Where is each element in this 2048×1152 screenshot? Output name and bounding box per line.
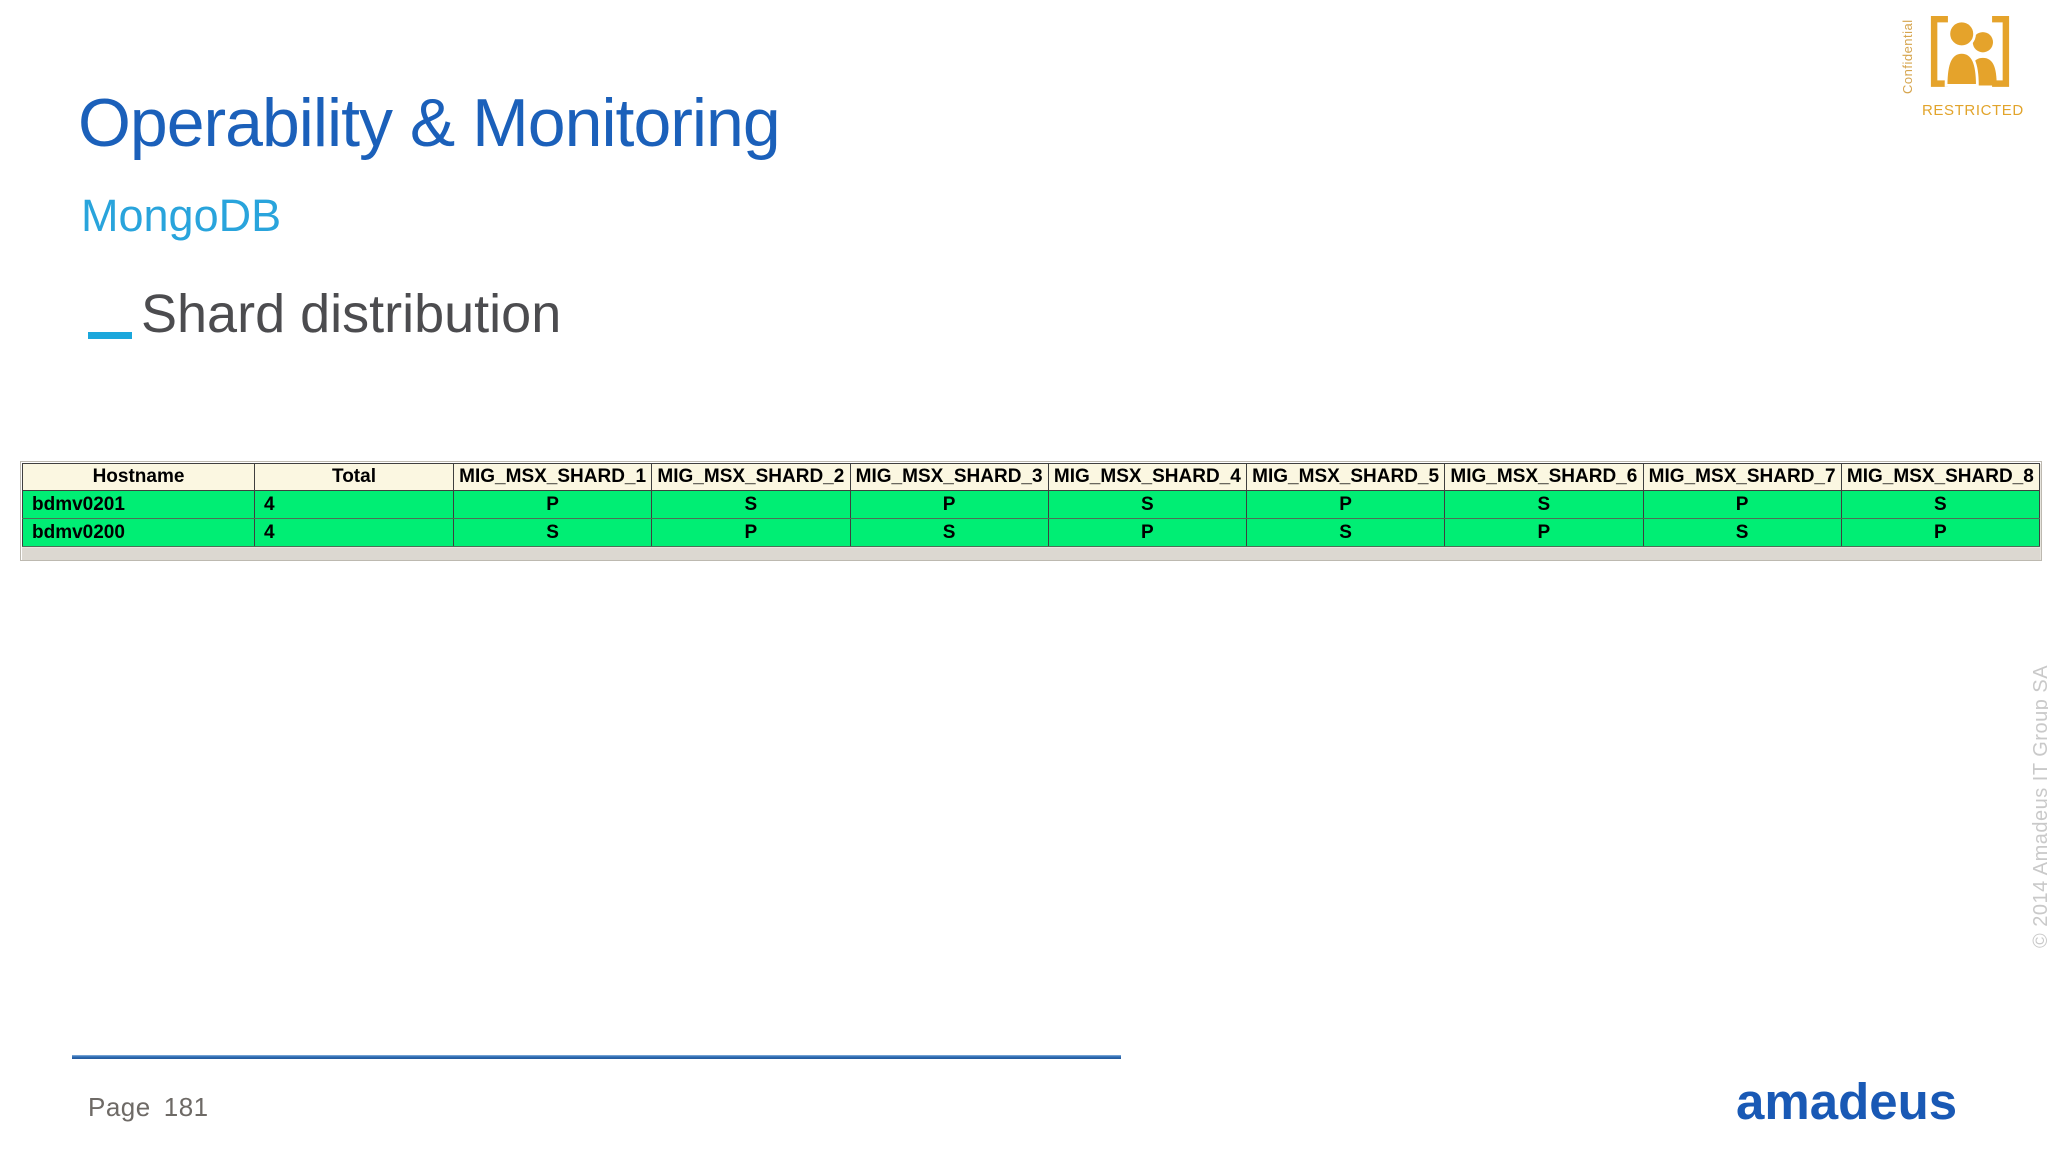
section-heading: Shard distribution — [141, 284, 562, 344]
shard-role-cell: P — [452, 490, 653, 519]
restricted-label: RESTRICTED — [1922, 102, 2024, 119]
shard-role-cell: P — [1642, 490, 1842, 519]
shard-role-cell: S — [651, 490, 851, 519]
column-header: MIG_MSX_SHARD_3 — [849, 463, 1049, 491]
people-in-brackets-icon — [1930, 15, 2010, 87]
amadeus-logo: amadeus — [1736, 1073, 1958, 1130]
footer-divider-line — [72, 1055, 1121, 1059]
copyright-vertical-text: © 2014 Amadeus IT Group SA — [2030, 664, 2048, 948]
shard-role-cell: P — [1840, 518, 2041, 547]
section-marker-underscore — [88, 332, 132, 339]
shard-role-cell: S — [1444, 490, 1644, 519]
column-header: MIG_MSX_SHARD_8 — [1840, 463, 2041, 491]
shard-role-cell: S — [452, 518, 653, 547]
hostname-cell: bdmv0200 — [22, 518, 255, 547]
column-header: MIG_MSX_SHARD_6 — [1444, 463, 1644, 491]
page-number: 181 — [163, 1092, 209, 1122]
shard-role-cell: P — [1245, 490, 1446, 519]
shard-role-cell: S — [1840, 490, 2041, 519]
column-header: MIG_MSX_SHARD_4 — [1047, 463, 1248, 491]
table-scrollbar-strip — [22, 548, 2040, 560]
column-header: MIG_MSX_SHARD_7 — [1642, 463, 1842, 491]
column-header: MIG_MSX_SHARD_1 — [452, 463, 653, 491]
shard-role-cell: S — [1047, 490, 1248, 519]
total-cell: 4 — [254, 518, 454, 547]
hostname-cell: bdmv0201 — [22, 490, 255, 519]
shard-role-cell: P — [1444, 518, 1644, 547]
slide-subtitle: MongoDB — [81, 190, 282, 241]
page-label: Page — [88, 1092, 151, 1122]
classification-block: Confidential RESTRICTED — [1898, 10, 2024, 122]
shard-role-cell: S — [849, 518, 1049, 547]
column-header: MIG_MSX_SHARD_5 — [1245, 463, 1446, 491]
shard-role-cell: S — [1245, 518, 1446, 547]
shard-role-cell: P — [651, 518, 851, 547]
confidential-label: Confidential — [1900, 19, 1915, 94]
total-cell: 4 — [254, 490, 454, 519]
page-indicator: Page 181 — [88, 1092, 209, 1123]
column-header: Total — [254, 463, 454, 491]
shard-role-cell: S — [1642, 518, 1842, 547]
shard-role-cell: P — [1047, 518, 1248, 547]
column-header: Hostname — [22, 463, 255, 491]
shard-role-cell: P — [849, 490, 1049, 519]
column-header: MIG_MSX_SHARD_2 — [651, 463, 851, 491]
page-title: Operability & Monitoring — [78, 85, 781, 161]
